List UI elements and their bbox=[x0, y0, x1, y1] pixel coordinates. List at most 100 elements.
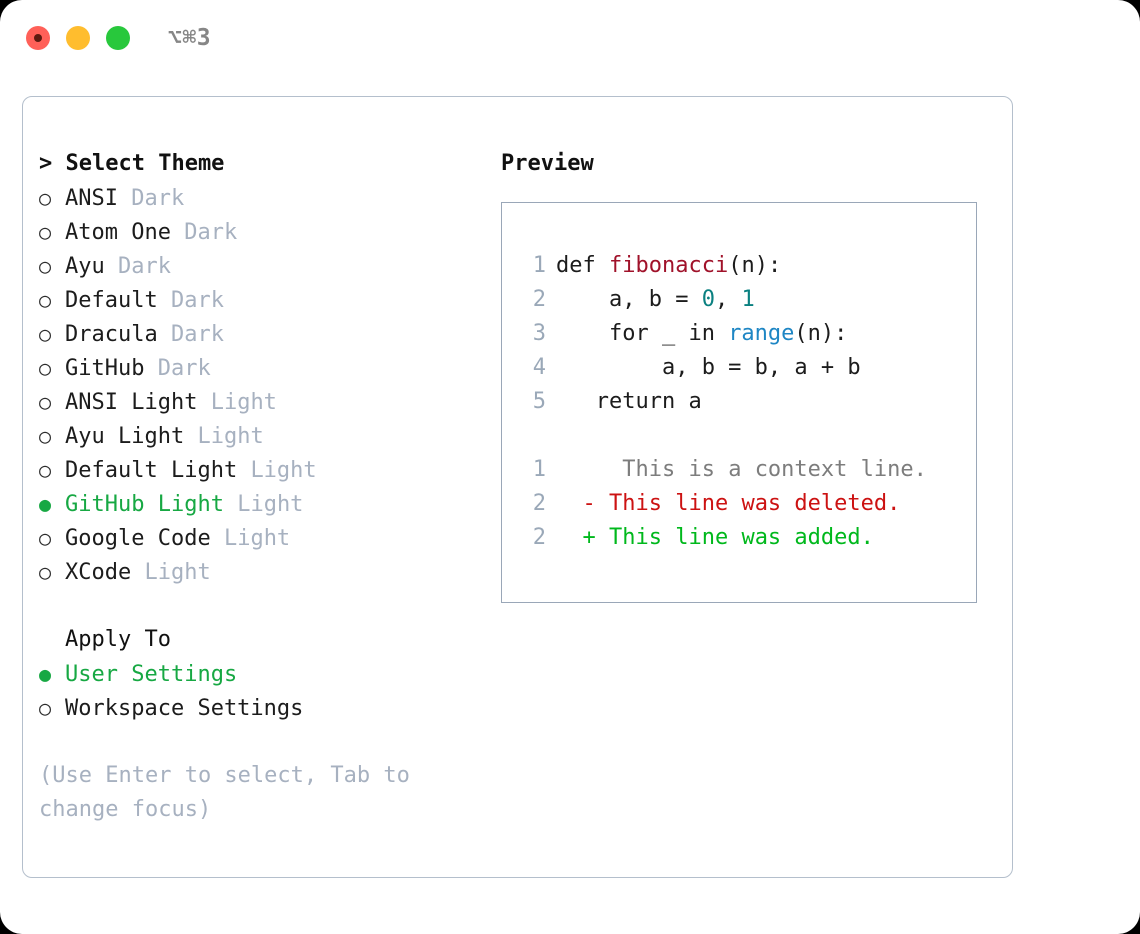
theme-gap bbox=[184, 420, 197, 454]
theme-list-item[interactable]: ○Default Light Light bbox=[39, 453, 489, 487]
code-token-plain: a, b = bbox=[556, 287, 702, 312]
close-button[interactable] bbox=[26, 26, 50, 50]
diff-line: 1 This is a context line. bbox=[502, 453, 976, 487]
code-token-plain: return a bbox=[556, 389, 702, 414]
code-line-content: a, b = 0, 1 bbox=[556, 283, 755, 317]
radio-selected-icon: ● bbox=[39, 662, 52, 686]
diff-line: 2 + This line was added. bbox=[502, 521, 976, 555]
radio-unselected-icon: ○ bbox=[39, 322, 52, 346]
theme-kind-badge: Dark bbox=[118, 254, 171, 279]
radio-unselected-icon: ○ bbox=[39, 390, 52, 414]
theme-gap bbox=[158, 318, 171, 352]
title-bar: ⌥⌘3 bbox=[0, 0, 1140, 78]
radio-unselected-icon: ○ bbox=[39, 424, 52, 448]
theme-kind-badge: Dark bbox=[184, 220, 238, 245]
list-spacer bbox=[39, 589, 489, 623]
theme-kind-badge: Light bbox=[197, 424, 264, 449]
theme-list-item[interactable]: ○Google Code Light bbox=[39, 521, 489, 555]
theme-kind-badge: Light bbox=[223, 526, 291, 551]
apply-to-option[interactable]: ● User Settings bbox=[39, 657, 489, 691]
apply-to-options: ● User Settings ○ Workspace Settings bbox=[39, 657, 489, 725]
theme-name: GitHub bbox=[65, 356, 145, 381]
line-number: 2 bbox=[532, 491, 546, 516]
diff-sample: 1 This is a context line.2 - This line w… bbox=[502, 453, 976, 555]
radio-unselected-icon: ○ bbox=[39, 458, 52, 482]
code-token-plain: a, b = b, a + b bbox=[556, 355, 861, 380]
theme-name: Google Code bbox=[65, 526, 211, 551]
theme-name: Ayu Light bbox=[65, 424, 185, 449]
radio-unselected-icon: ○ bbox=[39, 696, 52, 720]
diff-line-text: This is a context line. bbox=[595, 457, 927, 482]
theme-list-item[interactable]: ○ GitHub Dark bbox=[39, 351, 489, 385]
code-line-content: return a bbox=[556, 385, 702, 419]
theme-list-item[interactable]: ○ XCode Light bbox=[39, 555, 489, 589]
code-token-plain: (n): bbox=[794, 321, 848, 346]
code-token-func: fibonacci bbox=[608, 253, 729, 278]
code-token-call: range bbox=[728, 321, 795, 346]
diff-gutter-pad bbox=[556, 453, 583, 487]
theme-gap bbox=[118, 182, 131, 216]
theme-gap bbox=[237, 454, 250, 488]
theme-gap bbox=[131, 556, 144, 590]
radio-unselected-icon: ○ bbox=[39, 356, 52, 380]
line-number: 2 bbox=[532, 525, 546, 550]
theme-list-item[interactable]: ○ ANSI Light Light bbox=[39, 385, 489, 419]
minimize-button[interactable] bbox=[66, 26, 90, 50]
theme-list-item[interactable]: ○ANSI Dark bbox=[39, 181, 489, 215]
radio-unselected-icon: ○ bbox=[39, 288, 52, 312]
theme-kind-badge: Dark bbox=[157, 356, 211, 381]
theme-gap bbox=[211, 522, 224, 556]
line-number: 1 bbox=[532, 457, 546, 482]
radio-selected-icon: ● bbox=[39, 492, 52, 516]
theme-list-item[interactable]: ○ Ayu Light Light bbox=[39, 419, 489, 453]
theme-list-item[interactable]: ○Dracula Dark bbox=[39, 317, 489, 351]
close-icon bbox=[34, 34, 42, 42]
radio-unselected-icon: ○ bbox=[39, 560, 52, 584]
theme-gap bbox=[197, 386, 210, 420]
theme-name: ANSI Light bbox=[65, 390, 198, 415]
theme-list-item[interactable]: ○ Default Dark bbox=[39, 283, 489, 317]
code-token-plain: for _ in bbox=[556, 321, 729, 346]
diff-gutter-pad bbox=[556, 521, 583, 555]
diff-line-text: This line was deleted. bbox=[595, 491, 901, 516]
theme-gap bbox=[171, 216, 184, 250]
code-line: 5 return a bbox=[502, 385, 976, 419]
theme-gap bbox=[158, 284, 171, 318]
keyboard-hint-text: (Use Enter to select, Tab to change focu… bbox=[39, 763, 424, 822]
code-line-content: def fibonacci(n): bbox=[556, 249, 781, 283]
theme-name: Dracula bbox=[65, 322, 158, 347]
theme-name: ANSI bbox=[65, 186, 118, 211]
diff-line: 2 - This line was deleted. bbox=[502, 487, 976, 521]
apply-to-option-label: Workspace Settings bbox=[65, 696, 304, 721]
theme-list-item[interactable]: ○Ayu Dark bbox=[39, 249, 489, 283]
code-token-plain: , bbox=[714, 287, 742, 312]
apply-to-option[interactable]: ○ Workspace Settings bbox=[39, 691, 489, 725]
theme-selection-column: > Select Theme ○ANSI Dark○Atom One Dark○… bbox=[39, 147, 489, 827]
radio-unselected-icon: ○ bbox=[39, 186, 52, 210]
maximize-button[interactable] bbox=[106, 26, 130, 50]
preview-header: Preview bbox=[501, 151, 594, 176]
theme-kind-badge: Light bbox=[210, 390, 277, 415]
theme-kind-badge: Light bbox=[144, 560, 211, 585]
theme-name: XCode bbox=[65, 560, 132, 585]
theme-list-item[interactable]: ○Atom One Dark bbox=[39, 215, 489, 249]
theme-kind-badge: Light bbox=[250, 458, 317, 483]
theme-list: ○ANSI Dark○Atom One Dark○Ayu Dark○Defaul… bbox=[39, 181, 489, 589]
theme-gap bbox=[105, 250, 118, 284]
apply-to-option-label: User Settings bbox=[65, 662, 238, 687]
theme-name: Default bbox=[65, 288, 158, 313]
code-token-num: 0 bbox=[701, 287, 715, 312]
diff-marker: - bbox=[582, 491, 596, 516]
diff-line-text: This line was added. bbox=[595, 525, 874, 550]
theme-list-item[interactable]: ●GitHub Light Light bbox=[39, 487, 489, 521]
line-number: 3 bbox=[532, 321, 546, 346]
theme-gap bbox=[144, 352, 157, 386]
theme-kind-badge: Dark bbox=[170, 288, 224, 313]
code-token-plain: (n): bbox=[728, 253, 782, 278]
code-line: 3 for _ in range(n): bbox=[502, 317, 976, 351]
line-number: 2 bbox=[532, 287, 546, 312]
